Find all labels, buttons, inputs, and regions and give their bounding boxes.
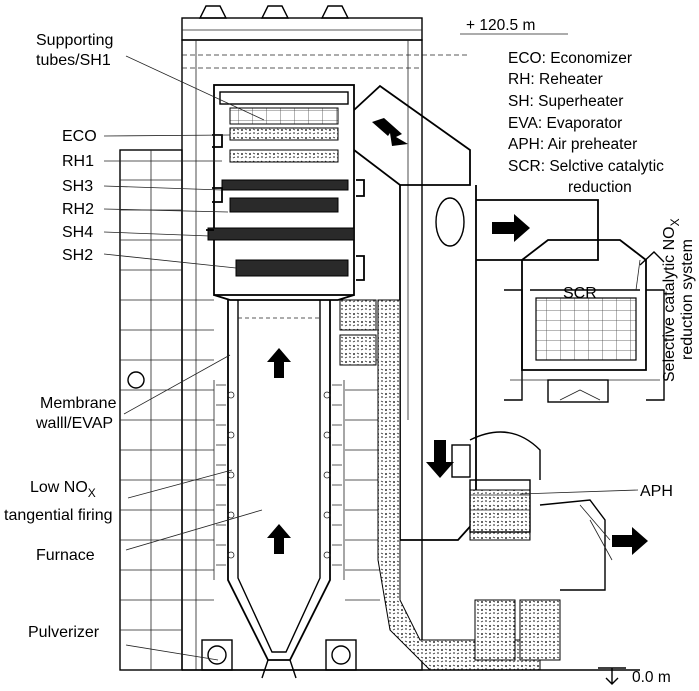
flue-arrow-1 [372,118,408,146]
sh2-bank [235,259,349,277]
label-sh3: SH3 [62,178,93,195]
label-pulverizer: Pulverizer [28,624,100,641]
legend-eva: EVA: Evaporator [508,115,622,132]
eco-bank [229,127,339,141]
label-supporting-tubes-1: Supporting [36,32,113,49]
label-membrane-2: walll/EVAP [35,415,113,432]
supporting-tubes-sh1 [229,107,339,125]
legend-scr: SCR: Selctive catalytic [508,158,664,175]
legend-scr-cont: reduction [568,179,632,196]
legend-aph: APH: Air preheater [508,136,637,153]
legend: + 120.5 m ECO: Economizer RH: Reheater S… [466,17,664,196]
elevation-ground: 0.0 m [632,669,671,686]
label-membrane-1: Membrane [40,395,117,412]
building-structure [119,5,470,671]
upflow-arrow-lower [267,524,291,554]
sh3-bank [221,179,349,191]
upflow-arrow-upper [267,348,291,378]
label-supporting-tubes-2: tubes/SH1 [36,52,111,69]
pulverizer-units [201,639,357,679]
label-rh2: RH2 [62,201,94,218]
left-labels: Supporting tubes/SH1 ECO RH1 SH3 RH2 SH4… [4,32,117,641]
label-lownox: Low NOX [30,479,96,500]
label-sh2: SH2 [62,247,93,264]
label-rh1: RH1 [62,153,94,170]
flue-arrow-down [426,440,454,478]
legend-eco: ECO: Economizer [508,50,632,67]
flue-arrow-2 [492,214,530,242]
flue-arrow-exit [612,527,648,555]
label-eco: ECO [62,128,97,145]
label-scr: SCR [563,285,597,302]
scr-unit [504,239,665,403]
label-sh4: SH4 [62,224,93,241]
aph-unit [469,479,531,533]
legend-sh: SH: Superheater [508,93,623,110]
burners [216,384,342,566]
right-labels: SCR APH 0.0 m Selective catalytic NOX re… [563,218,696,686]
rh1-bank [229,149,339,163]
label-tangential-firing: tangential firing [4,507,113,524]
label-scr-system: Selective catalytic NOX [661,218,682,382]
flue-gas-duct [182,84,648,685]
elevation-top: + 120.5 m [466,17,535,34]
label-scr-system-2: reduction system [679,239,696,360]
label-aph: APH [640,483,673,500]
legend-rh: RH: Reheater [508,71,603,88]
label-furnace: Furnace [36,547,95,564]
sh4-bank [207,227,355,241]
rh2-bank [229,197,339,213]
furnace-body [201,84,365,679]
leader-lines [103,33,641,661]
